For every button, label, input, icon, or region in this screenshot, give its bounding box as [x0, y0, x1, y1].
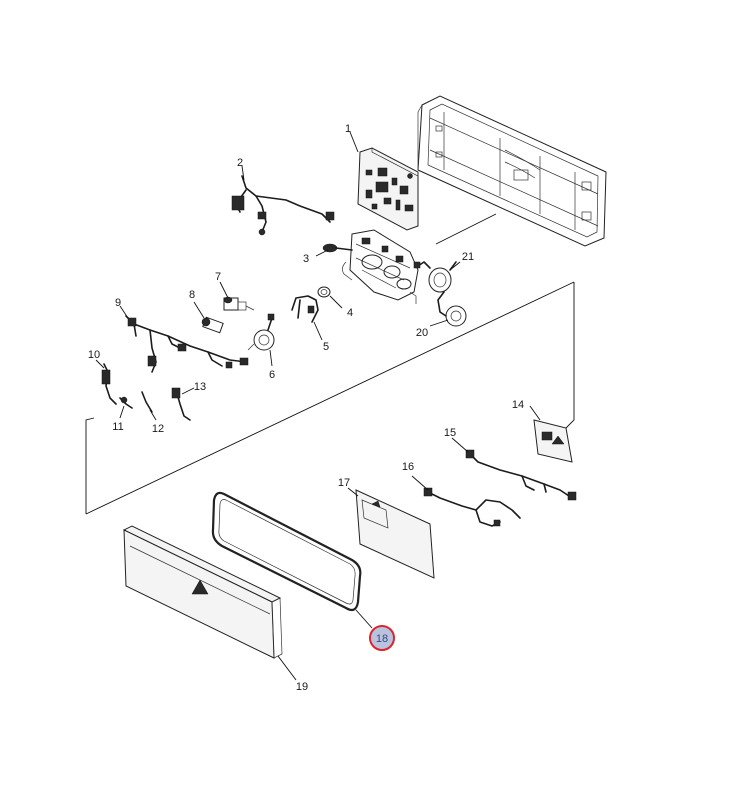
highlight-ring — [369, 625, 395, 651]
control-panel-frame — [417, 95, 607, 247]
part-2-wire-harness — [231, 165, 335, 236]
part-5-hose — [291, 295, 323, 341]
part-11-clip — [119, 396, 133, 419]
part-7-valve — [219, 281, 255, 311]
callout-18-highlight[interactable]: 18 — [369, 625, 395, 651]
callout-20: 20 — [416, 327, 428, 339]
callout-11: 11 — [112, 421, 123, 433]
part-13-sensor — [171, 387, 195, 421]
callout-8: 8 — [189, 289, 195, 301]
callout-12: 12 — [152, 423, 164, 435]
part-3-pump-assembly — [315, 229, 419, 304]
callout-14: 14 — [512, 399, 524, 411]
part-9-main-harness — [119, 305, 249, 373]
part-1-control-board — [349, 131, 419, 231]
callout-3: 3 — [303, 253, 309, 265]
part-4-ring — [317, 286, 343, 309]
callout-10: 10 — [88, 349, 100, 361]
callout-1: 1 — [345, 123, 351, 135]
callout-13: 13 — [194, 381, 206, 393]
callout-18: 18 — [376, 633, 388, 645]
callout-16: 16 — [402, 461, 414, 473]
callout-6: 6 — [269, 369, 275, 381]
part-18-gasket — [211, 491, 373, 629]
part-21-motor — [413, 261, 461, 293]
part-16-harness — [411, 475, 521, 527]
part-15-harness — [451, 437, 577, 501]
callout-4: 4 — [347, 307, 353, 319]
callout-2: 2 — [237, 157, 243, 169]
part-6-pump — [247, 313, 275, 367]
subassembly-outline — [85, 281, 575, 515]
callout-labels: 1 2 3 4 5 6 7 8 9 10 11 12 13 14 15 16 1… — [88, 123, 524, 693]
part-10-sensor — [95, 359, 117, 405]
part-17-panel — [347, 487, 435, 579]
callout-15: 15 — [444, 427, 456, 439]
part-20-sensor — [429, 291, 467, 327]
callout-17: 17 — [338, 477, 350, 489]
callout-7: 7 — [215, 271, 221, 283]
part-19-front-panel — [122, 525, 297, 681]
part-12-clip — [141, 391, 157, 421]
callout-19: 19 — [296, 681, 308, 693]
part-14-label — [529, 405, 573, 463]
part-8-connector — [193, 301, 224, 334]
callout-21: 21 — [462, 251, 474, 263]
callout-9: 9 — [115, 297, 121, 309]
callout-5: 5 — [323, 341, 329, 353]
